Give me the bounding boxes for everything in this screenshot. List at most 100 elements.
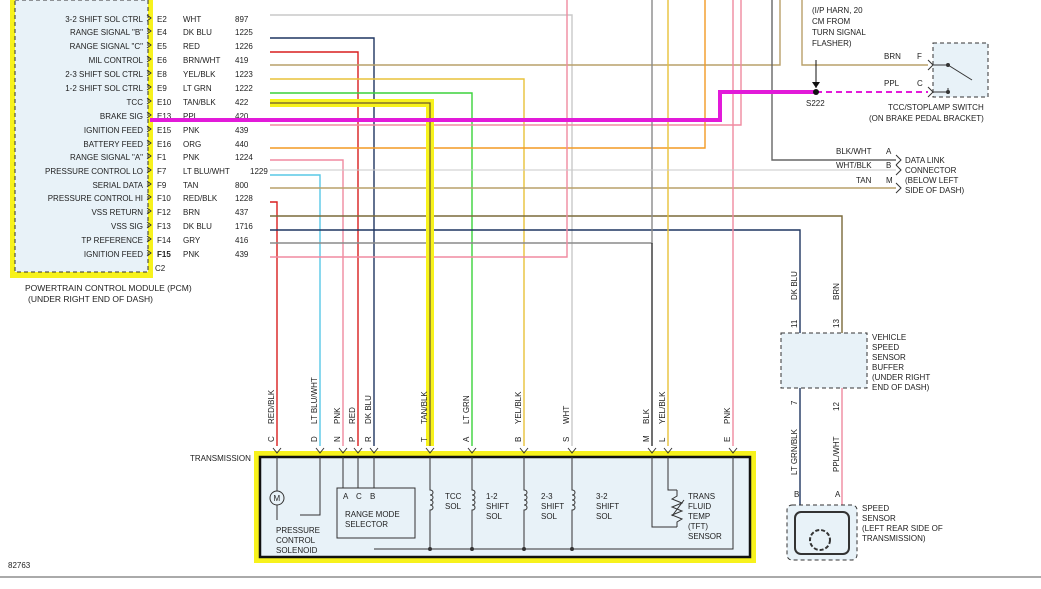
transmission-pin-letter: L [658,437,667,442]
wire-pnk-1224 [270,159,344,446]
vss-line-2: SPEED [872,343,899,352]
vss-line-4: BUFFER [872,363,904,372]
dlc-wire-a-color: BLK/WHT [836,147,872,156]
splice-s222-dot [813,89,819,95]
pcm-circuit-number: 897 [235,15,249,24]
pcm-wire-color: BRN/WHT [183,56,220,65]
pcm-title: POWERTRAIN CONTROL MODULE (PCM) [25,283,192,293]
splice-s222-label: S222 [806,99,825,108]
switch-connector-f [927,59,934,71]
sensor-line-1: SPEED [862,504,889,513]
pcm-wire-color: TAN [183,181,199,190]
pcm-pin-number: E2 [157,15,167,24]
switch-location: (ON BRAKE PEDAL BRACKET) [869,114,984,123]
splice-arrowhead [812,82,820,88]
pcm-pin-function: 3-2 SHIFT SOL CTRL [65,15,143,24]
pcm-pin-function: PRESSURE CONTROL LO [45,167,143,176]
pcm-wire-color: LT BLU/WHT [183,167,230,176]
rms-line-1: RANGE MODE [345,510,400,519]
pcm-pin-connector-glyph [146,180,152,188]
wire-tan-blk-422 [270,102,431,446]
pcm-pin-number: F13 [157,222,171,231]
wire-dk-blu-1225 [270,37,375,446]
transmission-pin-connector-glyph [663,447,673,454]
wire-yel-blk-1223 [270,78,525,446]
figure-id: 82763 [8,561,31,570]
transmission-pin-letter: C [267,436,276,442]
pcm-pin-connector-glyph [146,221,152,229]
pcm-pin-number: F14 [157,236,171,245]
transmission-wire-color: TAN/BLK [420,391,429,424]
sensor-box [786,504,858,561]
pcm-pin-connector-glyph [146,207,152,215]
ip-note-line-3: TURN SIGNAL [812,28,866,37]
vss-line-6: END OF DASH) [872,383,930,392]
pcm-pin-connector-glyph [146,27,152,35]
pcm-circuit-number: 1225 [235,28,253,37]
tft-line-4: (TFT) [688,522,708,531]
tcc-highlight-path [270,99,434,446]
vss-pin-11: 11 [790,319,799,328]
switch-wire-f-color: BRN [884,52,901,61]
tcc-line-1: TCC [445,492,462,501]
pcm-pin-number: E9 [157,84,167,93]
wire-dk-blu-1716 [270,229,801,333]
bus-junction-dot [570,547,574,551]
pcm-box [14,0,149,273]
pcm-pin-connector-glyph [146,193,152,201]
pcm-pin-function: PRESSURE CONTROL HI [48,194,143,203]
sensor-pin-a: A [835,490,841,499]
pcm-circuit-number: 419 [235,56,249,65]
pcm-wire-color: DK BLU [183,28,212,37]
pcm-wire-color: YEL/BLK [183,70,216,79]
pcm-circuit-number: 439 [235,250,249,259]
sol32-line-2: SHIFT [596,502,619,511]
transmission-pin-letter: S [562,437,571,442]
transmission-wire-color: RED/BLK [267,389,276,424]
wire-lt-grn-1222 [270,92,473,446]
pcm-circuit-number: 1224 [235,153,253,162]
transmission-wire-color: LT BLU/WHT [310,377,319,424]
pcm-pin-connector-glyph [146,41,152,49]
pcm-circuit-number: 420 [235,112,249,121]
pcm-pin-connector-glyph [146,235,152,243]
switch-pin-c: C [917,79,923,88]
vss-pin-7: 7 [790,400,799,405]
pcm-pin-number: E16 [157,140,172,149]
pcm-circuit-number: 1229 [250,167,268,176]
pcm-circuit-number: 1222 [235,84,253,93]
tcc-stoplamp-switch: BRN F PPL C TCC/STOPLAMP SWITCH (ON BRAK… [869,42,989,123]
wire-brn-switch-f [801,0,928,66]
dlc-wire-b-color: WHT/BLK [836,161,872,170]
tft-variable-arrow [671,499,685,517]
rms-line-2: SELECTOR [345,520,388,529]
vss-line-5: (UNDER RIGHT [872,373,930,382]
transmission-pin-connector-glyph [728,447,738,454]
pcm-pin-function: IGNITION FEED [84,250,143,259]
pcm-pin-function: RANGE SIGNAL "C" [70,42,144,51]
pcm-pin-number: E5 [157,42,167,51]
pcm-wire-color: ORG [183,140,201,149]
pcm-circuit-number: 437 [235,208,249,217]
wire-red-blk-1228 [270,201,278,446]
pcm-circuit-number: 439 [235,126,249,135]
pcm-pin-connector-glyph [146,125,152,133]
pcm-pin-number: F15 [157,250,171,259]
pcm-pin-function: IGNITION FEED [84,126,143,135]
sol12-line-3: SOL [486,512,503,521]
sensor-coil [794,511,850,555]
pcm-pin-function: MIL CONTROL [89,56,144,65]
pcm-pin-number: E15 [157,126,172,135]
switch-contact [946,90,950,94]
transmission-wire-color: WHT [562,406,571,424]
transmission-label: TRANSMISSION [190,454,251,463]
transmission-pin-connector-glyph [272,447,282,454]
